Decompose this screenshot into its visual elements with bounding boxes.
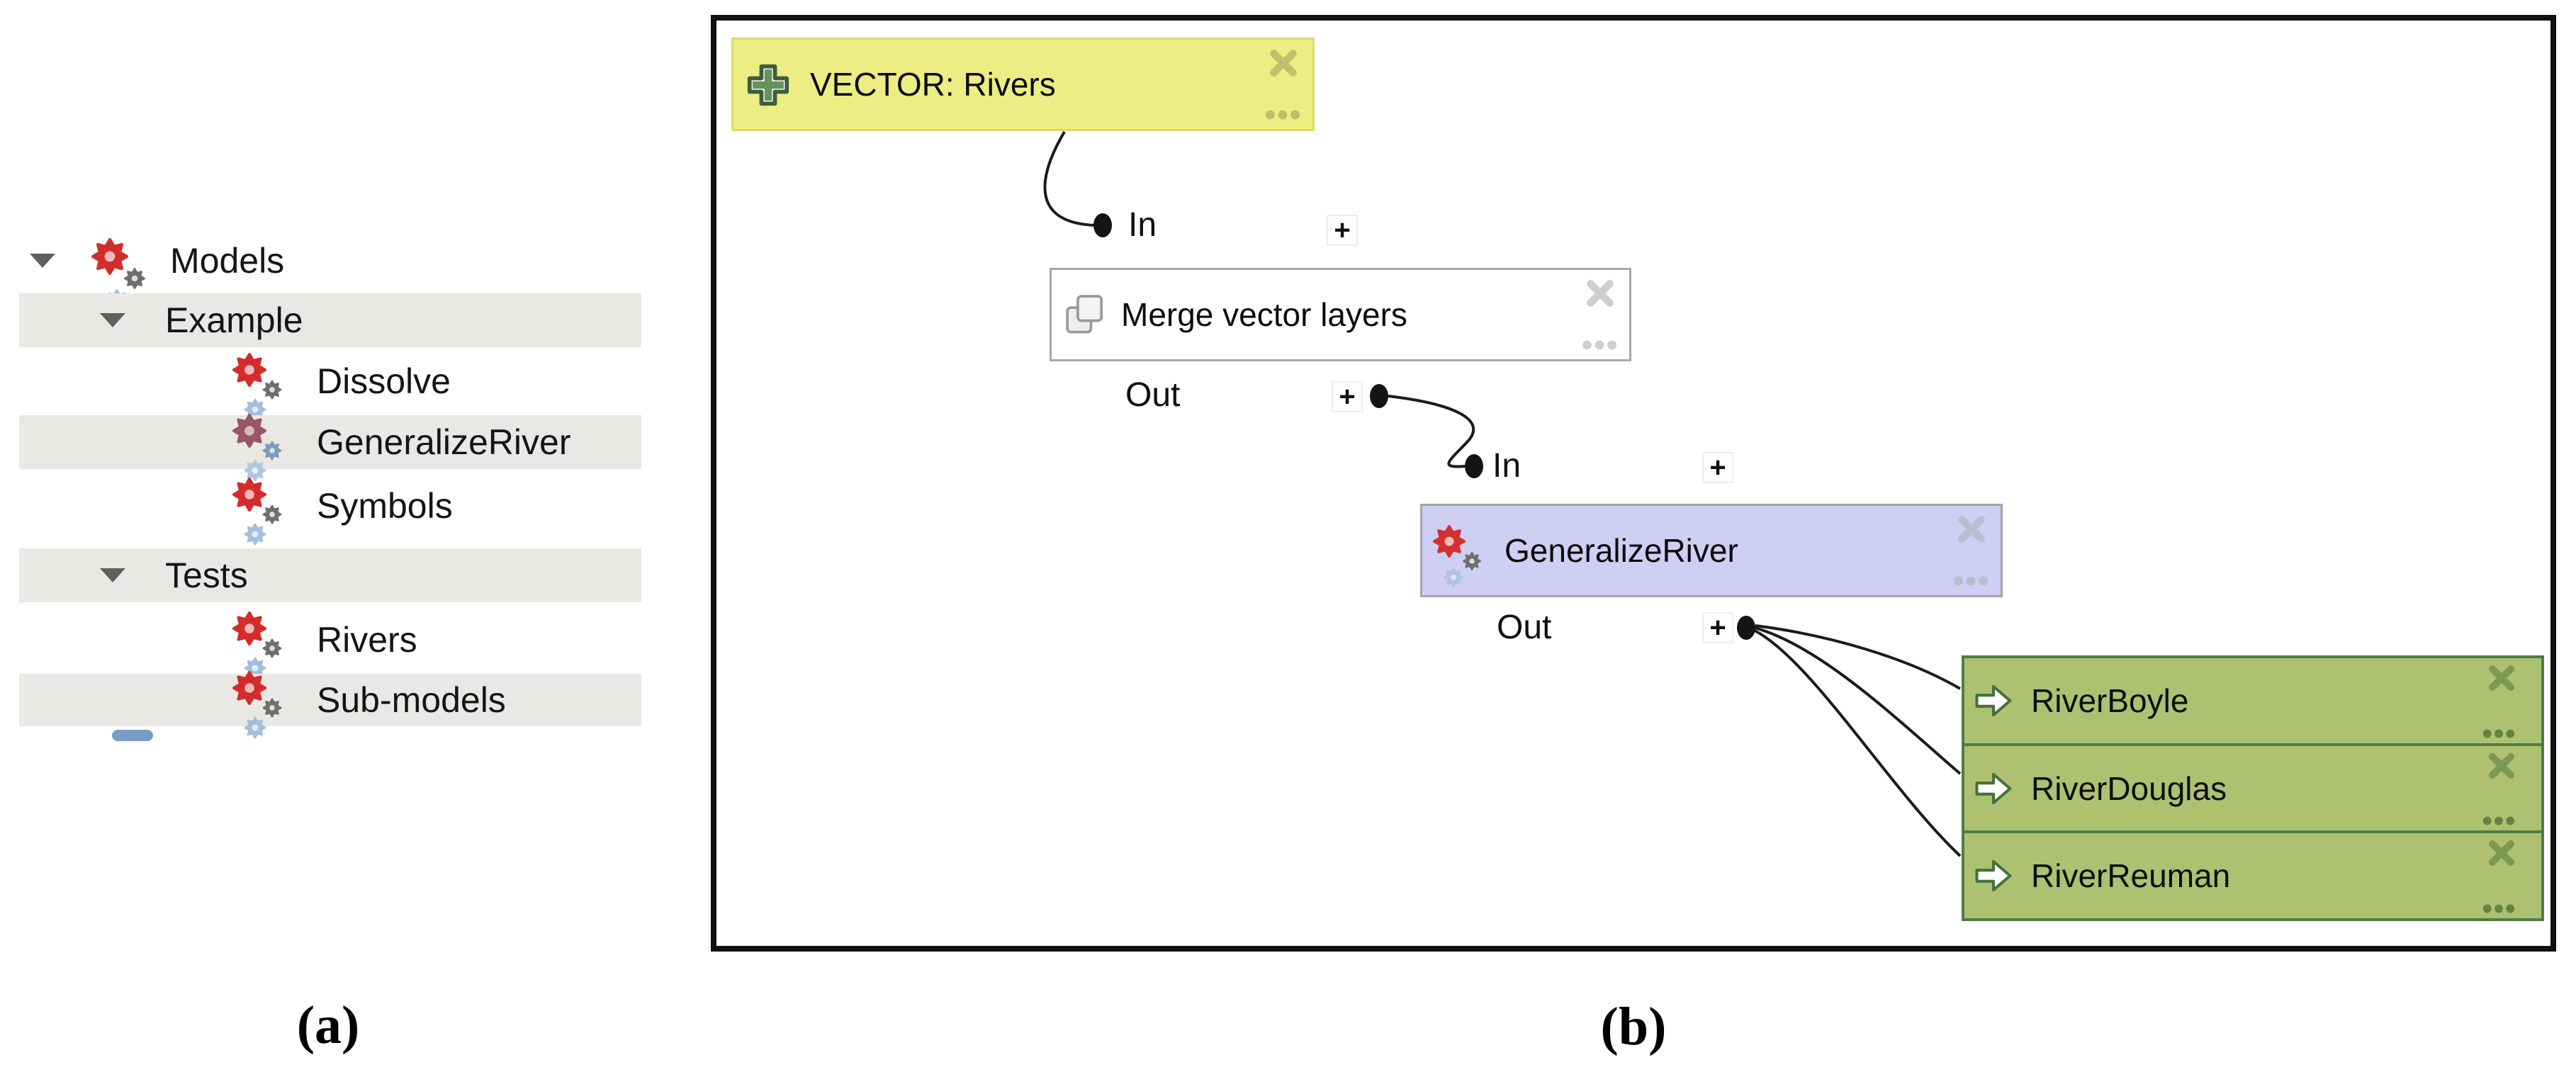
port-label-in: In [1128,206,1157,244]
tree-row-dissolve[interactable]: Dissolve [19,353,641,421]
tree-item-label[interactable]: Sub-models [317,680,506,720]
gear-blue-icon [244,657,266,679]
node-title: RiverReuman [2031,857,2231,895]
expand-triangle-icon[interactable] [100,313,125,327]
delete-node-x-icon[interactable] [2486,837,2517,869]
gear-red-icon [232,671,266,705]
gear-red-icon [232,611,266,645]
node-dots-icon[interactable] [1581,339,1618,351]
node-dots-icon[interactable] [2482,728,2516,739]
gear-blue-icon [244,523,266,546]
port-label-in: In [1492,447,1522,485]
tree-item-label[interactable]: Models [170,241,285,281]
gear-red-icon [1433,525,1466,558]
tree-row-models[interactable]: Models [19,234,641,313]
gear-blue-icon [244,459,266,482]
gear-slate-icon [262,441,282,461]
gear-gray-icon [124,268,145,289]
tree-row-sub-models[interactable]: Sub-models [19,671,641,739]
output-nodes-group: RiverBoyle RiverDouglas RiverReuman [1962,655,2544,921]
port-label-out: Out [1125,376,1181,414]
model-tree: Models Example Dissolve GeneralizeRiver … [0,0,680,779]
gear-blue-icon [1444,568,1463,587]
cropped-tree-item-icon [112,730,153,741]
node-dots-icon[interactable] [1952,575,1989,587]
tree-item-label[interactable]: Dissolve [317,361,451,401]
output-arrow-icon [1975,772,2012,804]
delete-node-x-icon[interactable] [1584,277,1616,310]
add-output-plus-button[interactable]: + [1332,381,1363,412]
node-dots-icon[interactable] [2482,816,2516,826]
delete-node-x-icon[interactable] [2486,662,2517,694]
node-title: RiverDouglas [2031,769,2227,807]
delete-node-x-icon[interactable] [2486,750,2517,782]
node-dots-icon[interactable] [2482,903,2516,914]
gear-blue-icon [244,716,266,739]
add-input-plus-button[interactable]: + [1702,452,1733,483]
input-plus-icon [747,64,789,106]
tree-item-label[interactable]: Rivers [317,620,417,660]
node-riverboyle[interactable]: RiverBoyle [1964,658,2541,743]
model-out-socket[interactable] [1737,616,1755,640]
node-riverreuman[interactable]: RiverReuman [1964,830,2541,918]
tree-row-generalizeriver[interactable]: GeneralizeRiver [19,414,641,482]
merge-in-socket[interactable] [1093,213,1112,237]
delete-node-x-icon[interactable] [1267,47,1300,79]
gear-red-icon [91,238,128,275]
node-merge-vector-layers[interactable]: Merge vector layers [1050,268,1631,361]
gear-blue-icon [244,398,266,421]
gear-gray-icon [262,698,282,718]
gear-red-icon [232,478,266,512]
node-riverdouglas[interactable]: RiverDouglas [1964,743,2541,831]
merge-layers-icon [1066,295,1103,334]
node-generalizeriver[interactable]: GeneralizeRiver [1420,504,2003,597]
model-in-socket[interactable] [1465,454,1483,478]
tree-item-label[interactable]: Symbols [317,486,453,526]
node-title: VECTOR: Rivers [810,66,1056,103]
tree-item-label[interactable]: Tests [165,555,248,595]
caption-b: (b) [1600,997,1667,1056]
gear-gray-icon [1463,552,1481,570]
node-dots-icon[interactable] [1264,109,1301,120]
output-arrow-icon [1975,860,2012,892]
delete-node-x-icon[interactable] [1955,513,1988,546]
node-title: RiverBoyle [2031,682,2189,719]
expand-triangle-icon[interactable] [30,254,55,268]
gear-red-icon [232,353,266,387]
node-title: Merge vector layers [1121,296,1407,333]
tree-item-label[interactable]: GeneralizeRiver [317,422,571,462]
expand-triangle-icon[interactable] [100,568,125,582]
caption-a: (a) [296,995,360,1055]
gear-maroon-icon [232,414,266,448]
tree-row-tests[interactable]: Tests [19,548,641,602]
add-output-plus-button[interactable]: + [1702,612,1733,643]
merge-out-socket[interactable] [1370,384,1388,408]
port-label-out: Out [1497,609,1552,646]
output-arrow-icon [1975,684,2012,716]
tree-row-symbols[interactable]: Symbols [19,478,641,546]
gear-gray-icon [262,504,282,524]
gear-gray-icon [262,638,282,658]
tree-row-example[interactable]: Example [19,293,641,347]
node-title: GeneralizeRiver [1504,532,1738,569]
tree-row-rivers[interactable]: Rivers [19,611,641,679]
gear-gray-icon [262,380,282,400]
tree-item-label[interactable]: Example [165,300,303,340]
add-input-plus-button[interactable]: + [1327,215,1358,246]
node-vector-rivers[interactable]: VECTOR: Rivers [731,38,1315,131]
